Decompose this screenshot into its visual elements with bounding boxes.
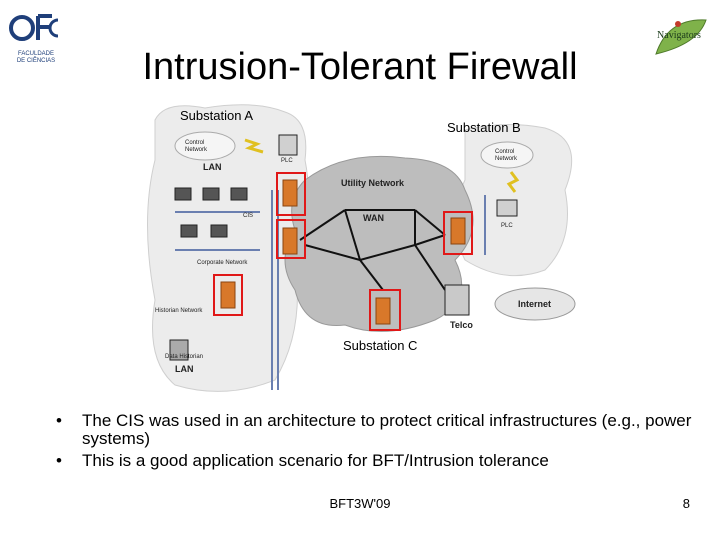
network-diagram: Control Network Control Network PLC PLC …: [145, 100, 605, 400]
control-network-a-line2: Network: [185, 147, 208, 153]
navigators-logo: Navigators: [648, 14, 710, 60]
bullet-list: • The CIS was used in an architecture to…: [56, 412, 706, 474]
cis-highlight: [213, 274, 243, 316]
plc-a-icon: [278, 134, 298, 156]
workstation-icon: [174, 187, 192, 201]
substation-a-label: Substation A: [180, 108, 253, 123]
cis-icon: [220, 281, 236, 309]
plc-b-icon: [496, 199, 518, 217]
internet-label: Internet: [518, 299, 551, 309]
navigators-leaf-icon: Navigators: [655, 19, 707, 55]
logo-line-1: FACULDADE: [17, 51, 54, 57]
logo-line-2: DE CIÊNCIAS: [16, 58, 56, 64]
bullet-item: • The CIS was used in an architecture to…: [56, 412, 706, 448]
utility-network-label: Utility Network: [341, 178, 405, 188]
cis-icon: [282, 179, 298, 207]
fc-emblem-icon: [9, 14, 59, 41]
telco-label: Telco: [450, 320, 473, 330]
plc-b-label: PLC: [501, 223, 513, 229]
lan-top-label: LAN: [203, 162, 222, 172]
bullet-item: • This is a good application scenario fo…: [56, 452, 706, 470]
footer-label: BFT3W'09: [329, 496, 391, 511]
cis-highlight: [276, 172, 306, 216]
lan-bottom-label: LAN: [175, 364, 194, 374]
cis-highlight: [276, 219, 306, 259]
control-network-b-line1: Control: [495, 149, 514, 155]
control-network-a-line1: Control: [185, 140, 204, 146]
cis-icon: [375, 297, 391, 325]
substation-c-label: Substation C: [343, 338, 418, 353]
cis-highlight: [443, 211, 473, 255]
plc-a-label: PLC: [281, 158, 293, 164]
workstation-icon: [180, 224, 198, 238]
control-network-a-cloud: [174, 131, 236, 161]
corporate-network-label: Corporate Network: [197, 260, 248, 266]
cis-icon: [282, 227, 298, 255]
bullet-text: The CIS was used in an architecture to p…: [82, 411, 692, 448]
substation-b-label: Substation B: [447, 120, 521, 135]
workstation-icon: [202, 187, 220, 201]
navigators-text: Navigators: [657, 30, 701, 41]
bullet-marker: •: [56, 451, 62, 470]
data-historian-label: Data Historian: [165, 354, 203, 360]
diagram-canvas: Control Network Control Network PLC PLC …: [147, 104, 576, 392]
lightning-b-icon: [506, 171, 520, 193]
cis-icon: [450, 217, 466, 245]
bullet-text: This is a good application scenario for …: [82, 451, 549, 470]
cis-label: CIS: [243, 213, 253, 219]
telco-server-icon: [444, 284, 470, 316]
historian-network-label: Historian Network: [155, 308, 203, 314]
faculdade-logo: FACULDADE DE CIÊNCIAS: [8, 10, 64, 70]
server-icon: [169, 339, 189, 361]
wan-label: WAN: [363, 213, 384, 223]
bullet-marker: •: [56, 411, 62, 430]
control-network-b-cloud: [480, 141, 534, 169]
lightning-a-icon: [244, 138, 264, 154]
workstation-icon: [230, 187, 248, 201]
cis-highlight: [369, 289, 401, 331]
page-number: 8: [682, 496, 690, 511]
control-network-b-line2: Network: [495, 156, 518, 162]
slide-title: Intrusion-Tolerant Firewall: [142, 46, 578, 88]
internet-cloud: [494, 287, 576, 321]
workstation-icon: [210, 224, 228, 238]
